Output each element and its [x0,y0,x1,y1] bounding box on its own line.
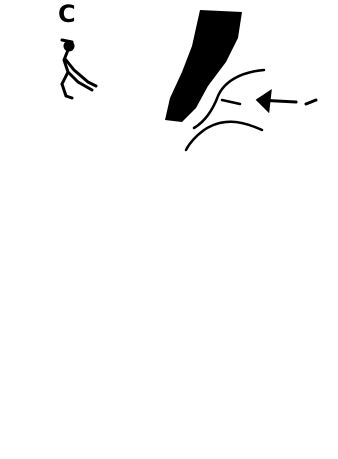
arrow [258,92,316,110]
human-figure-icon [62,40,96,98]
